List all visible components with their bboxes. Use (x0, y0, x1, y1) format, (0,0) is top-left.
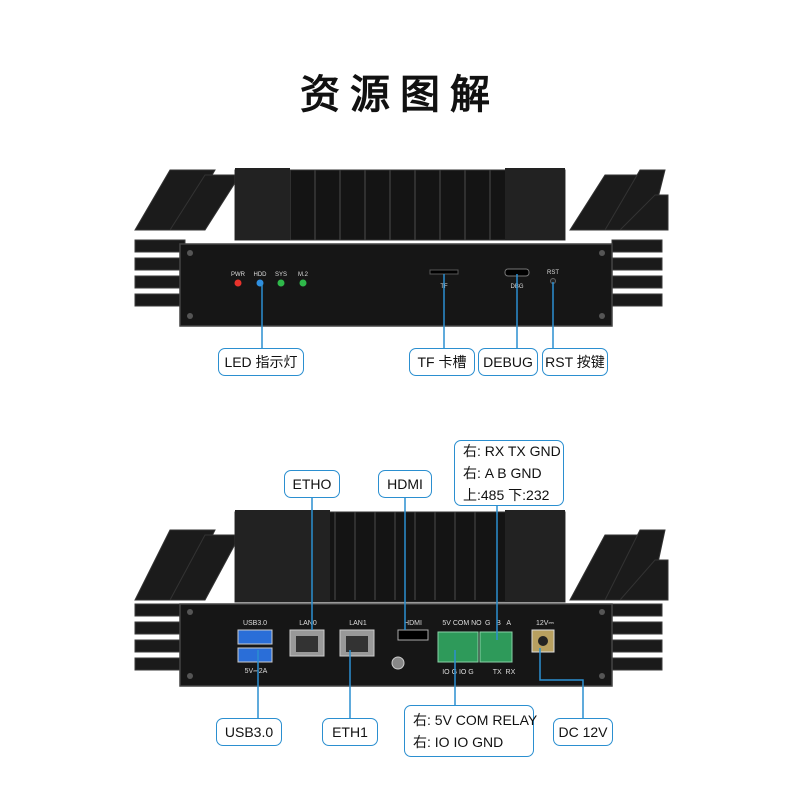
io-terminal-block (437, 631, 479, 663)
rear-side-fins-right (611, 603, 663, 671)
callout-relay: 右: 5V COM RELAY 右: IO IO GND (404, 705, 538, 757)
callout-led-indicator: LED 指示灯 (218, 348, 304, 376)
callout-debug: DEBUG (478, 348, 538, 376)
led-label-pwr: PWR (231, 272, 246, 278)
callout-rst-button: RST 按键 (542, 348, 608, 376)
callout-usb: USB3.0 (216, 718, 282, 746)
top-heatsink-fins (134, 169, 669, 241)
lan1-label: LAN1 (349, 620, 367, 627)
io-bottom-label: IO G IO G (442, 669, 474, 676)
usb-port-2 (237, 647, 273, 663)
callout-serial-line-3: 上:485 下:232 (463, 487, 550, 503)
serial-terminal-block (479, 631, 513, 663)
lan0-label: LAN0 (299, 620, 317, 627)
usb-power-label: 5V⎓2A (245, 668, 268, 675)
led-label-m2: M.2 (298, 272, 309, 278)
hdmi-port (397, 629, 429, 641)
tf-card-slot (429, 269, 459, 275)
callout-hdmi: HDMI (378, 470, 432, 498)
dc-label: 12V⎓ (536, 620, 554, 627)
pwr-led (234, 279, 242, 287)
front-plate (179, 243, 613, 327)
rear-side-fins-left (134, 603, 186, 671)
serial-top-label: G B A (485, 620, 511, 627)
led-label-sys: SYS (275, 272, 287, 278)
callout-eth1: ETH1 (322, 718, 378, 746)
bottom-leader-lines (257, 497, 584, 718)
sys-led (277, 279, 285, 287)
callout-serial-line-2: 右: A B GND (463, 465, 542, 481)
page-title: 资源图解 (300, 72, 500, 118)
callout-dc: DC 12V (553, 718, 613, 746)
hdmi-port-label: HDMI (404, 620, 422, 627)
top-leader-lines (261, 274, 554, 348)
rear-heatsink-fins (134, 511, 669, 603)
rst-label: RST (547, 270, 559, 276)
usb-port-label: USB3.0 (243, 620, 267, 627)
callout-relay-line-2: 右: IO IO GND (413, 734, 504, 750)
serial-bottom-label: TX RX (493, 669, 516, 676)
io-top-label: 5V COM NO (442, 620, 482, 627)
led-label-hdd: HDD (254, 272, 268, 278)
rear-center-fins (334, 512, 476, 600)
top-side-fins-right (611, 239, 663, 307)
top-side-fins-left (134, 239, 186, 307)
usb-port-1 (237, 629, 273, 645)
callout-eth0: ETHO (284, 470, 340, 498)
callout-relay-line-1: 右: 5V COM RELAY (413, 712, 538, 728)
callout-tf-slot: TF 卡槽 (409, 348, 475, 376)
callout-serial: 右: RX TX GND 右: A B GND 上:485 下:232 (454, 440, 564, 506)
top-center-fins (289, 170, 491, 240)
ground-screw (391, 656, 405, 670)
callout-serial-line-1: 右: RX TX GND (463, 443, 561, 459)
m2-led (299, 279, 307, 287)
